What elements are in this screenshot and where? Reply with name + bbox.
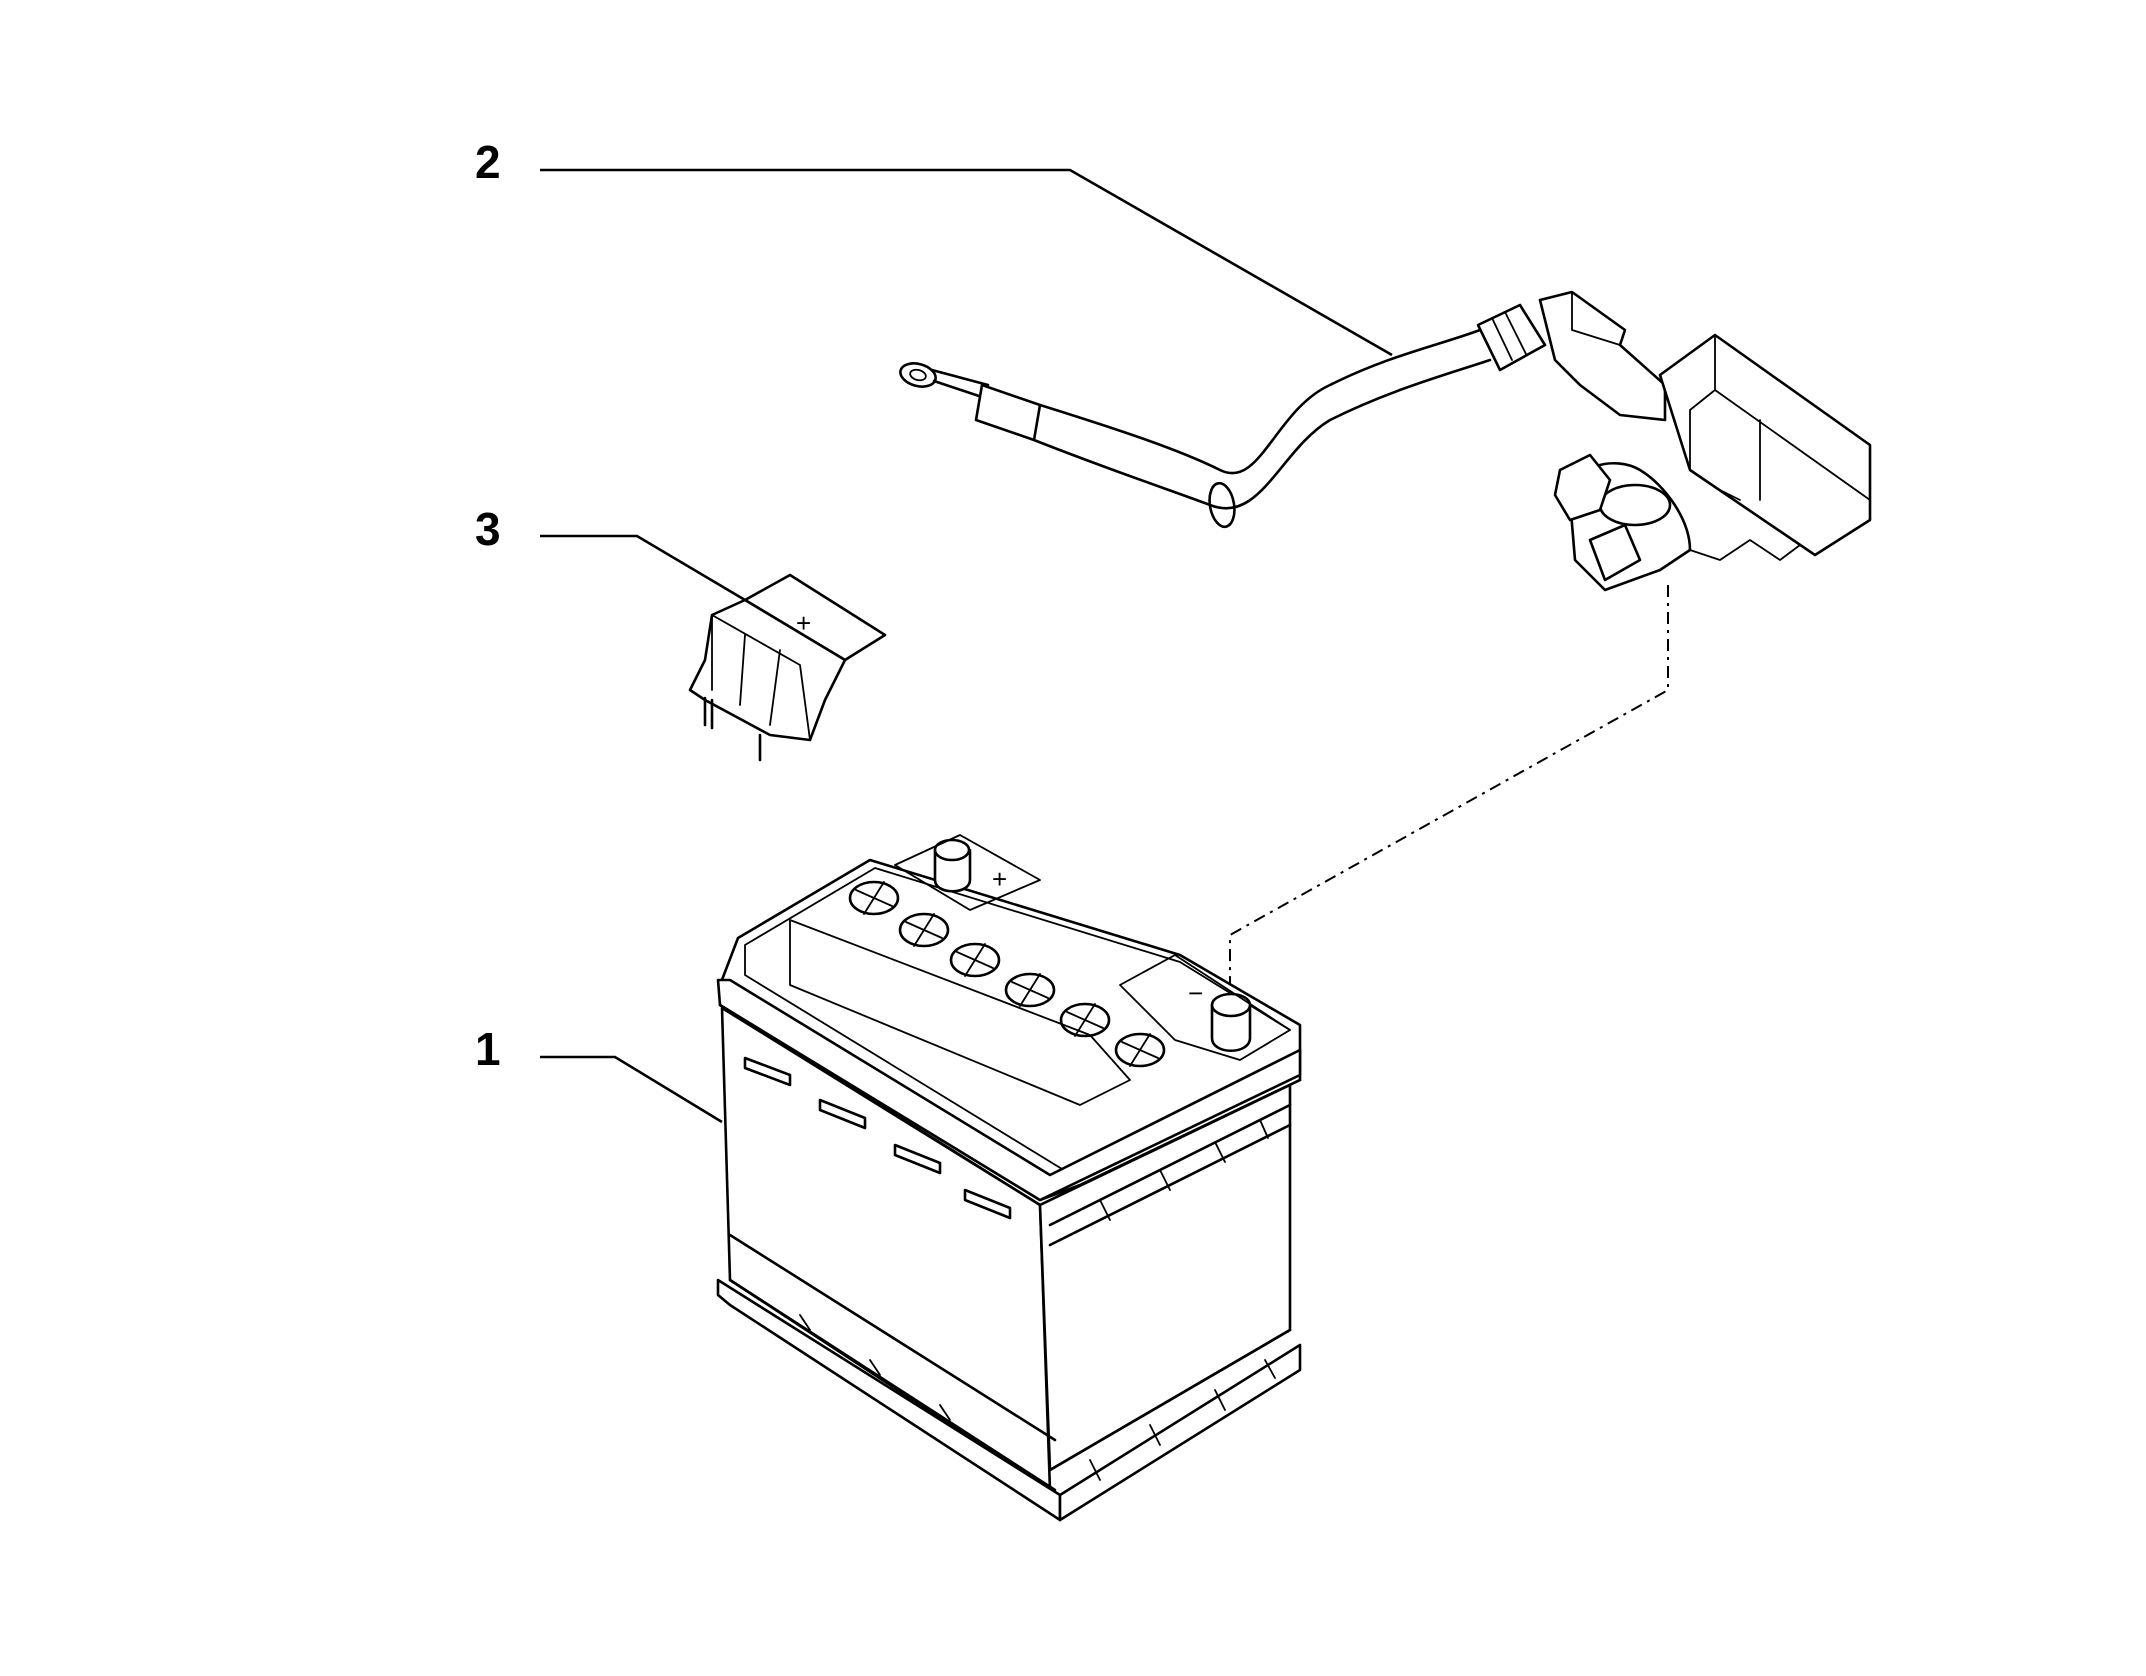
cable-bend-ring — [1208, 481, 1236, 529]
cell-cap — [1114, 1032, 1166, 1068]
vent-slots — [743, 1056, 1012, 1220]
cable-jacket-upper — [1038, 328, 1482, 475]
cell-cap — [898, 912, 950, 948]
base-notches-front — [799, 1314, 951, 1421]
callout-1[interactable]: 1 — [475, 1023, 723, 1124]
callout-number-3: 3 — [475, 503, 501, 555]
cell-cap — [1059, 1002, 1111, 1038]
case-base-skirt-front — [716, 1278, 1062, 1522]
sensor-housing-edges — [1689, 334, 1871, 501]
cable-ferrule — [974, 383, 1042, 442]
cover-ribs — [711, 614, 811, 741]
cell-caps — [848, 880, 1166, 1068]
callout-2[interactable]: 2 — [475, 136, 1393, 357]
cell-cap — [1004, 972, 1056, 1008]
cover-plus-mark: + — [796, 608, 811, 638]
battery-assembly[interactable]: + − — [716, 834, 1302, 1522]
positive-post-base — [894, 834, 1041, 911]
side-rail-notches — [1099, 1119, 1269, 1221]
ring-terminal-hole — [909, 368, 927, 382]
ring-terminal — [899, 362, 937, 388]
negative-mark: − — [1188, 978, 1203, 1008]
side-top-rail — [1048, 1103, 1292, 1247]
connector-ribs — [1491, 311, 1527, 361]
cell-cap — [848, 880, 900, 916]
clamp-bolt-head — [1588, 523, 1642, 582]
positive-terminal-cover[interactable]: + — [688, 573, 887, 762]
callout-3[interactable]: 3 — [475, 503, 746, 602]
case-base-line-front — [728, 1233, 1057, 1492]
sensor-bracket — [1538, 290, 1667, 422]
case-base-skirt-side — [1058, 1343, 1302, 1522]
negative-terminal-post — [1210, 1003, 1252, 1052]
cover-body — [688, 598, 847, 742]
clamp-details — [1689, 489, 1801, 561]
base-notches-side — [1089, 1359, 1276, 1481]
leader-line-1 — [540, 1055, 723, 1124]
lid-label-recess — [789, 919, 1131, 1106]
bracket-fold — [1571, 291, 1621, 346]
clamp-bolt — [1553, 453, 1612, 522]
cable-connector — [1476, 303, 1547, 372]
crimp-sleeve — [930, 368, 990, 400]
negative-post-top — [1210, 992, 1252, 1018]
battery-sensor-housing — [1658, 333, 1872, 557]
negative-cable-assembly[interactable] — [898, 290, 1872, 1010]
cable-jacket-lower — [1032, 358, 1492, 510]
positive-mark: + — [992, 864, 1007, 894]
cover-pins — [703, 696, 762, 762]
positive-post-top — [933, 838, 971, 862]
leader-line-2 — [540, 168, 1393, 357]
assembly-dash-line — [1229, 585, 1669, 1010]
callout-number-2: 2 — [475, 136, 501, 188]
cell-cap — [949, 942, 1001, 978]
case-base-line-side — [1048, 1328, 1292, 1472]
positive-terminal-post — [933, 848, 972, 893]
callout-number-1: 1 — [475, 1023, 501, 1075]
negative-post-base — [1119, 954, 1291, 1061]
leader-line-3 — [540, 534, 746, 602]
